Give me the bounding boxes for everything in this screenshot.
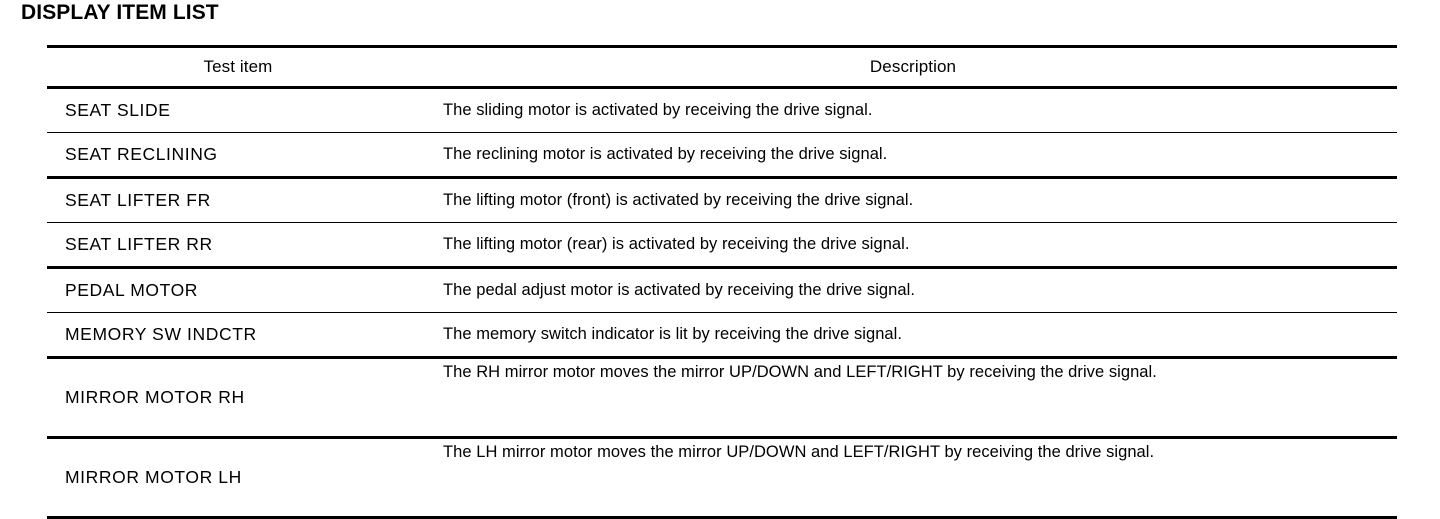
description-text: The sliding motor is activated by receiv… [443,101,873,119]
description-text: The lifting motor (rear) is activated by… [443,235,910,253]
cell-test-item: MIRROR MOTOR LH [47,437,429,519]
description-text: The lifting motor (front) is activated b… [443,191,914,209]
test-item-label: MEMORY SW INDCTR [65,324,257,344]
page-title: DISPLAY ITEM LIST [21,1,219,24]
test-item-label: SEAT LIFTER FR [65,190,211,210]
table-row: MIRROR MOTOR LH The LH mirror motor move… [47,437,1397,519]
cell-test-item: SEAT LIFTER FR [47,177,429,223]
description-text: The LH mirror motor moves the mirror UP/… [443,443,1155,461]
cell-description: The lifting motor (rear) is activated by… [429,222,1397,269]
description-text: The RH mirror motor moves the mirror UP/… [443,363,1157,381]
table-body: SEAT SLIDE The sliding motor is activate… [47,87,1397,519]
cell-description: The reclining motor is activated by rece… [429,132,1397,179]
table-row: MEMORY SW INDCTR The memory switch indic… [47,312,1397,359]
cell-description: The memory switch indicator is lit by re… [429,312,1397,359]
table-row: MIRROR MOTOR RH The RH mirror motor move… [47,357,1397,439]
cell-test-item: MEMORY SW INDCTR [47,312,429,359]
test-item-label: SEAT RECLINING [65,144,218,164]
description-text: The reclining motor is activated by rece… [443,145,888,163]
test-item-label: MIRROR MOTOR RH [65,387,245,407]
description-text: The pedal adjust motor is activated by r… [443,281,915,299]
column-header-test-item: Test item [47,45,429,89]
table-header: Test item Description [47,45,1397,89]
display-item-list-table-wrapper: Test item Description SEAT SLIDE The sli… [47,45,1397,519]
table-row: SEAT SLIDE The sliding motor is activate… [47,87,1397,133]
cell-description: The RH mirror motor moves the mirror UP/… [429,357,1397,439]
cell-test-item: PEDAL MOTOR [47,267,429,313]
column-header-description: Description [429,45,1397,89]
test-item-label: SEAT LIFTER RR [65,234,213,254]
cell-description: The sliding motor is activated by receiv… [429,87,1397,133]
test-item-label: SEAT SLIDE [65,100,171,120]
cell-test-item: MIRROR MOTOR RH [47,357,429,439]
cell-test-item: SEAT LIFTER RR [47,222,429,269]
cell-description: The lifting motor (front) is activated b… [429,177,1397,223]
display-item-list-table: Test item Description SEAT SLIDE The sli… [47,45,1397,519]
table-row: SEAT LIFTER FR The lifting motor (front)… [47,177,1397,223]
description-text: The memory switch indicator is lit by re… [443,325,903,343]
cell-description: The LH mirror motor moves the mirror UP/… [429,437,1397,519]
test-item-label: PEDAL MOTOR [65,280,199,300]
table-row: SEAT RECLINING The reclining motor is ac… [47,132,1397,179]
cell-test-item: SEAT SLIDE [47,87,429,133]
table-header-row: Test item Description [47,45,1397,89]
cell-description: The pedal adjust motor is activated by r… [429,267,1397,313]
test-item-label: MIRROR MOTOR LH [65,467,242,487]
table-row: PEDAL MOTOR The pedal adjust motor is ac… [47,267,1397,313]
table-row: SEAT LIFTER RR The lifting motor (rear) … [47,222,1397,269]
cell-test-item: SEAT RECLINING [47,132,429,179]
